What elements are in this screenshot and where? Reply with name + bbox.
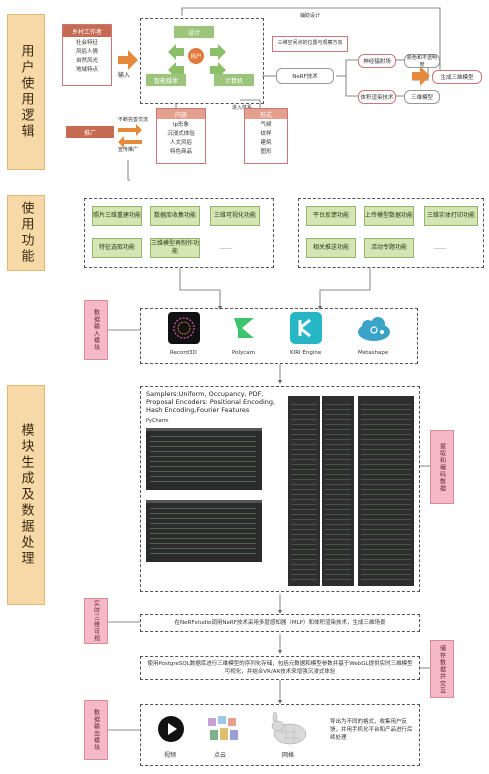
ide-label: PyCharm <box>146 418 169 424</box>
function-item: 相关推送功能 <box>306 238 356 258</box>
source-box: 乡村工作者 社会特征 风俗人情 自然风光 地域特点 <box>62 24 112 86</box>
output-label: 数据输出模块 <box>84 700 108 760</box>
function-item: 特征选取功能 <box>92 238 142 258</box>
nerf-tech: NeRF技术 <box>276 68 334 84</box>
form-item: 气候 <box>260 122 272 128</box>
code-screenshot <box>146 428 262 490</box>
content-item: 沉浸式体验 <box>167 131 195 137</box>
output-item: 点云 <box>214 752 227 759</box>
volume-render: 体积渲染技术 <box>358 90 396 104</box>
content-item: Ip形象 <box>172 122 190 128</box>
nerf-top-note: 三维空间点的位置与观察方向 <box>272 36 348 52</box>
polycam-logo <box>228 312 260 344</box>
encoder-text: Samplers:Uniform, Occupancy, PDF, Propos… <box>146 390 276 414</box>
play-icon <box>168 723 177 735</box>
function-item: 三维可视化功能 <box>210 206 260 226</box>
kiri-logo <box>290 312 322 344</box>
cycle-right: 计算机 <box>214 74 254 86</box>
form-item: 纹样 <box>260 131 272 137</box>
output-item: 网格 <box>282 752 295 759</box>
content-box: 内容 Ip形象 沉浸式体验 人文风俗 特色商品 <box>156 108 206 164</box>
extract-encode-label: 提取和编码数据 <box>430 430 454 504</box>
user-node: 用户 <box>188 48 204 64</box>
functions-right-frame <box>298 198 484 268</box>
processing-frame <box>140 386 420 592</box>
form-box-header: 形式 <box>245 109 287 119</box>
data-input-label: 数据输入模块 <box>84 300 108 360</box>
terminal-screenshot <box>358 396 414 586</box>
output-note: 导出为不同的格式，收集用户反馈，并用手机化平台和产品进行后续处理 <box>330 719 413 741</box>
function-item: 活动专题功能 <box>364 238 414 258</box>
function-item: 照片三维重建功能 <box>92 206 142 226</box>
data-input-frame <box>140 308 418 364</box>
function-item: 平台反馈功能 <box>306 206 356 226</box>
pull-label: 不断完善交流 <box>118 117 149 123</box>
app-name: Polycam <box>232 350 256 356</box>
function-ellipsis: …… <box>434 244 446 251</box>
polycam-icon <box>234 318 254 338</box>
function-item: 数据库收集功能 <box>150 206 200 226</box>
color-density: 颜色和不透明度 <box>404 54 440 68</box>
mesh-icon <box>266 712 310 746</box>
code-screenshot <box>146 500 262 562</box>
pointcloud-graphic <box>208 716 238 740</box>
source-item: 风俗人情 <box>75 49 98 55</box>
functions-left-frame <box>84 198 274 268</box>
form-item: 图形 <box>260 149 272 155</box>
model-node: 三维模型 <box>404 90 440 104</box>
storage-label: 储存数据并交互 <box>430 640 454 698</box>
form-item: 建筑 <box>260 140 272 146</box>
source-item: 自然风光 <box>75 58 98 64</box>
function-item: 三维实体打印功能 <box>424 206 478 226</box>
section-label-logic: 用户使用逻辑 <box>7 14 45 170</box>
terminal-screenshot <box>288 396 320 586</box>
neural-field: 神经辐射场 <box>358 54 396 68</box>
cycle-top: 设计 <box>174 26 214 38</box>
function-item: 上传模型数据功能 <box>364 206 414 226</box>
output-model: 生成三维模型 <box>432 70 482 84</box>
nerf-small: 进入体系 <box>232 105 253 111</box>
push-label: 宣传推广 <box>118 147 139 153</box>
realtime-label: 实时三维可视 <box>84 598 108 644</box>
function-item: 三维模型再制作功能 <box>150 238 200 258</box>
cycle-frame <box>140 18 264 104</box>
section-label-functions: 使用功能 <box>7 195 45 271</box>
promotion-box: 推广 <box>66 126 114 138</box>
input-label: 输入 <box>118 72 131 79</box>
storage-box: 使用PostgreSQL数据库进行三维模型的序列化存储，包括元数据和模型参数并基… <box>140 656 420 680</box>
output-item: 视频 <box>164 752 177 759</box>
realtime-box: 在NeRFstudio调用NeRF技术采用多层感知器（MLP）和体积渲染技术，生… <box>140 614 420 632</box>
assist-label: 辅助设计 <box>300 13 321 19</box>
metashape-icon <box>358 317 390 341</box>
source-box-header: 乡村工作者 <box>63 25 111 37</box>
app-name: Record3D <box>170 350 197 356</box>
content-item: 人文风俗 <box>169 140 192 146</box>
function-ellipsis: …… <box>220 244 232 251</box>
form-box: 形式 气候 纹样 建筑 图形 <box>244 108 288 164</box>
source-item: 社会特征 <box>75 40 98 46</box>
app-name: KIRI Engine <box>290 350 322 356</box>
video-icon <box>158 716 184 742</box>
section-label-processing: 模块生成及数据处理 <box>7 385 45 605</box>
kiri-icon <box>298 318 311 338</box>
bunny-mesh-graphic <box>271 712 307 745</box>
app-name: Metashape <box>358 350 389 356</box>
cycle-left: 智能媒体 <box>146 74 186 86</box>
pointcloud-icon <box>204 712 242 746</box>
source-item: 地域特点 <box>75 67 98 73</box>
content-box-header: 内容 <box>157 109 205 119</box>
record3d-logo <box>168 312 200 344</box>
output-frame <box>140 704 420 766</box>
metashape-logo <box>354 314 394 344</box>
terminal-screenshot <box>322 396 354 586</box>
record3d-icon <box>173 317 195 339</box>
content-item: 特色商品 <box>169 149 192 155</box>
